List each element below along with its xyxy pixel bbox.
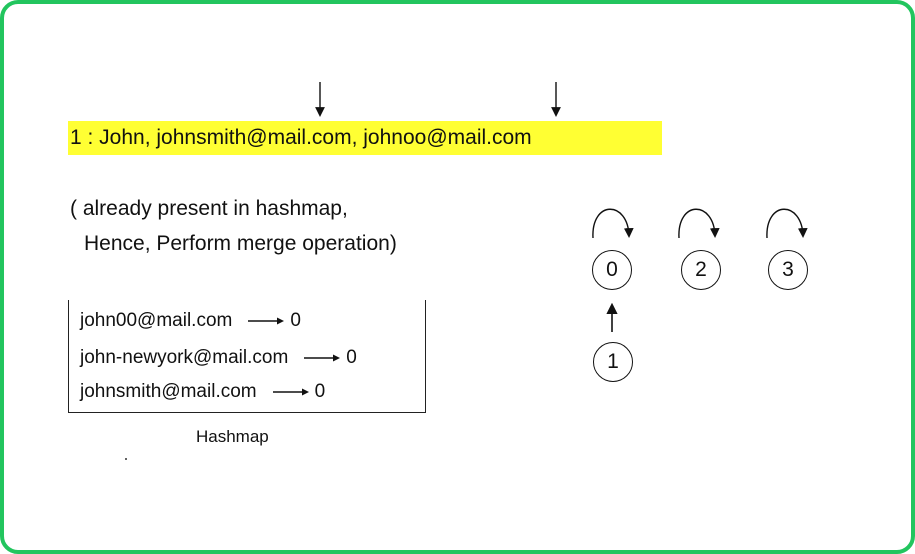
- hashmap-key: john00@mail.com: [80, 310, 233, 331]
- right-arrow-icon: [304, 347, 341, 369]
- node-2: 2: [681, 250, 721, 290]
- node-1: 1: [593, 342, 633, 382]
- note-line-1: ( already present in hashmap,: [70, 197, 348, 220]
- stray-dot: [125, 458, 127, 460]
- hashmap-caption: Hashmap: [196, 427, 269, 446]
- hashmap-value: 0: [314, 381, 326, 402]
- right-arrow-icon: [272, 381, 309, 403]
- right-arrow-icon: [248, 310, 285, 332]
- hashmap-box: [68, 300, 426, 413]
- hashmap-row: john00@mail.com 0: [80, 310, 301, 332]
- note-line-2: Hence, Perform merge operation): [84, 232, 397, 255]
- node-3: 3: [768, 250, 808, 290]
- hashmap-value: 0: [346, 347, 357, 368]
- self-loop-arrow-icon: [766, 208, 808, 239]
- record-highlight: [68, 121, 662, 155]
- self-loop-arrow-icon: [678, 208, 720, 239]
- record-text: 1 : John, johnsmith@mail.com, johnoo@mai…: [70, 126, 532, 149]
- hashmap-row: john-newyork@mail.com 0: [80, 347, 357, 369]
- self-loop-arrow-icon: [592, 208, 634, 239]
- hashmap-value: 0: [290, 310, 301, 331]
- hashmap-key: john-newyork@mail.com: [80, 347, 289, 368]
- hashmap-row: johnsmith@mail.com 0: [80, 381, 325, 403]
- node-0: 0: [592, 250, 632, 290]
- hashmap-key: johnsmith@mail.com: [80, 381, 257, 402]
